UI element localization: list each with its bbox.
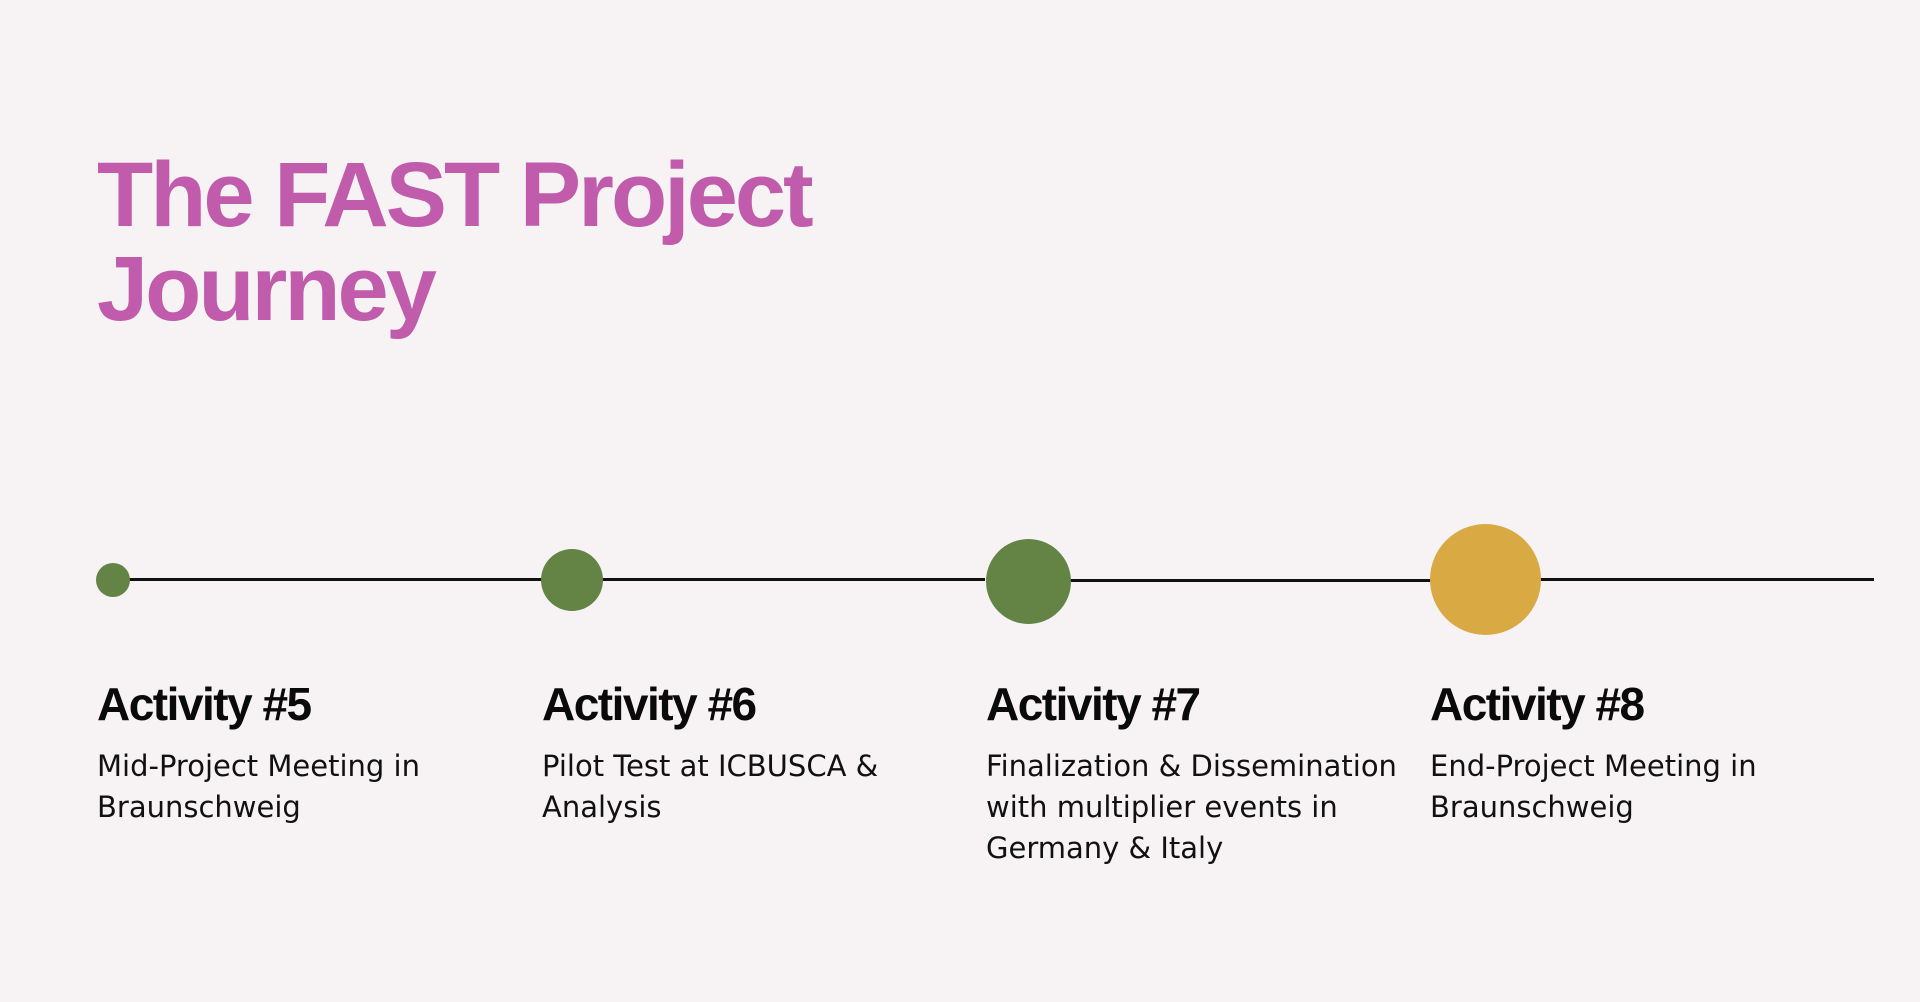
timeline-dot-activity-5 [96,563,130,597]
activity-description-line: Braunschweig [1430,790,1634,824]
activity-description: End-Project Meeting in Braunschweig [1430,746,1850,828]
activity-8: Activity #8 End-Project Meeting in Braun… [1430,674,1850,828]
timeline-dot-activity-6 [541,549,603,611]
timeline-line-segment-3 [1028,579,1431,582]
activity-description-line: Analysis [542,790,662,824]
activity-description-line: with multiplier events in [986,790,1338,824]
activity-heading: Activity #5 [97,678,312,730]
timeline-line-segment-1 [113,578,545,581]
title-line-1: The FAST Project [97,144,814,246]
activity-description-line: Finalization & Dissemination [986,749,1397,783]
timeline-dot-activity-7 [986,539,1071,624]
activity-5: Activity #5 Mid-Project Meeting in Braun… [97,674,517,828]
activity-description-line: Pilot Test at ICBUSCA & [542,749,879,783]
activity-description-line: Braunschweig [97,790,301,824]
activity-6: Activity #6 Pilot Test at ICBUSCA & Anal… [542,674,962,828]
activity-description-line: Mid-Project Meeting in [97,749,420,783]
activity-description: Mid-Project Meeting in Braunschweig [97,746,517,828]
activity-heading: Activity #6 [542,678,757,730]
timeline-line-segment-4 [1486,578,1874,581]
activity-description-line: Germany & Italy [986,831,1224,865]
page-title: The FAST Project Journey [97,144,814,340]
title-line-2: Journey [97,238,437,340]
activity-heading: Activity #7 [986,678,1201,730]
activity-description: Finalization & Dissemination with multip… [986,746,1416,869]
activity-heading: Activity #8 [1430,678,1645,730]
activity-description-line: End-Project Meeting in [1430,749,1757,783]
timeline-dot-activity-8 [1430,524,1541,635]
activity-description: Pilot Test at ICBUSCA & Analysis [542,746,962,828]
activity-7: Activity #7 Finalization & Dissemination… [986,674,1416,869]
timeline-line-segment-2 [572,578,985,581]
